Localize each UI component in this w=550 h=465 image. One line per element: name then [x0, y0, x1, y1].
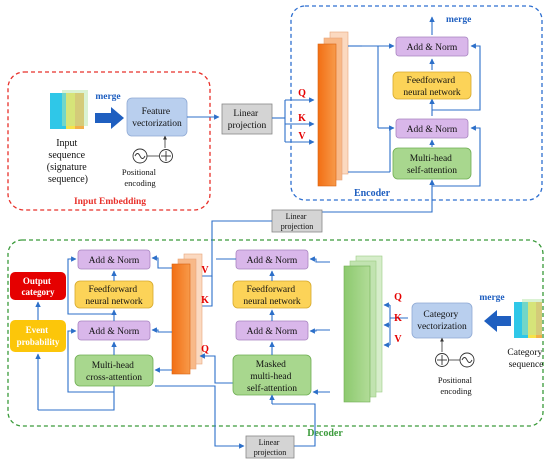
encoder-title: Encoder: [354, 188, 391, 199]
category-vectorization-box: [411, 302, 473, 339]
encoder-stack: [317, 31, 349, 187]
decoder-q2-label: Q: [394, 292, 402, 303]
encoder-multi-head-box: [392, 147, 472, 180]
event-probability-label: Event probability: [17, 325, 60, 347]
input-embedding-title: Input Embedding: [74, 197, 146, 207]
decoder-title: Decoder: [307, 428, 343, 439]
linear-projection-bottom-box: [245, 435, 295, 459]
linear-projection-mid-label: Linear projection: [281, 212, 313, 231]
merge-arrow-icon: [95, 107, 124, 129]
decoder-positional-encoding-label: Positional encoding: [438, 375, 474, 396]
decoder-left-feedforward-label: Feedforward neural network: [85, 284, 142, 307]
input-sequence-label: Input sequence (signature sequence): [47, 138, 90, 185]
decoder-q-label: Q: [201, 344, 209, 355]
category-sequence-icon: [514, 299, 542, 338]
decoder-stack: [171, 253, 203, 375]
category-sequence-label: Category sequence: [507, 348, 544, 370]
encoder-merge-label: merge: [446, 15, 471, 25]
decoder-merge-label: merge: [479, 293, 504, 303]
encoder-feedforward-box: [392, 71, 472, 100]
masked-attention-label: Masked multi-head self-attention: [247, 360, 297, 394]
encoder-add-norm-top-label: Add & Norm: [407, 43, 458, 53]
encoder-q-label: Q: [298, 88, 306, 99]
input-positional-encoding-label: Positional encoding: [122, 167, 158, 188]
encoder-feedforward-label: Feedforward neural network: [403, 75, 460, 98]
category-vectorization-label: Category vectorization: [417, 310, 467, 332]
feature-vectorization-box: [126, 97, 188, 137]
event-probability-box: [10, 320, 66, 352]
linear-projection-box: [221, 103, 273, 135]
decoder-middle-add-norm-top-label: Add & Norm: [247, 256, 298, 266]
output-category-box: [10, 272, 66, 300]
input-merge-label: merge: [95, 92, 120, 102]
linear-projection-label: Linear projection: [228, 109, 267, 131]
encoder-add-norm-bottom-label: Add & Norm: [407, 125, 458, 135]
input-embedding-region: [7, 71, 211, 211]
decoder-left-add-norm-top-label: Add & Norm: [89, 256, 140, 266]
decoder-k-label: K: [201, 295, 209, 306]
encoder-add-norm-top: [395, 36, 469, 57]
linear-projection-bottom-label: Linear projection: [254, 438, 286, 457]
encoder-multi-head-label: Multi-head self-attention: [407, 154, 457, 176]
decoder-middle-add-norm-bottom-label: Add & Norm: [247, 327, 298, 337]
decoder-left-add-norm-bottom-label: Add & Norm: [89, 327, 140, 337]
decoder-green-stack: [343, 255, 383, 403]
encoder-k-label: K: [298, 113, 306, 124]
encoder-add-norm-bottom: [395, 118, 469, 139]
cross-attention-label: Multi-head cross-attention: [86, 361, 142, 383]
decoder-middle-feedforward-label: Feedforward neural network: [243, 284, 300, 307]
decoder-v2-label: V: [394, 334, 402, 345]
encoder-v-label: V: [298, 131, 306, 142]
input-sequence-icon: [50, 90, 88, 129]
output-category-label: Output category: [22, 276, 55, 297]
decoder-k2-label: K: [394, 313, 402, 324]
decoder-region: [7, 239, 544, 427]
decoder-merge-arrow-icon: [484, 310, 511, 332]
decoder-v-label: V: [201, 265, 209, 276]
feature-vectorization-label: Feature vectorization: [132, 107, 182, 129]
decoder-left-add-norm-top: [77, 249, 151, 270]
